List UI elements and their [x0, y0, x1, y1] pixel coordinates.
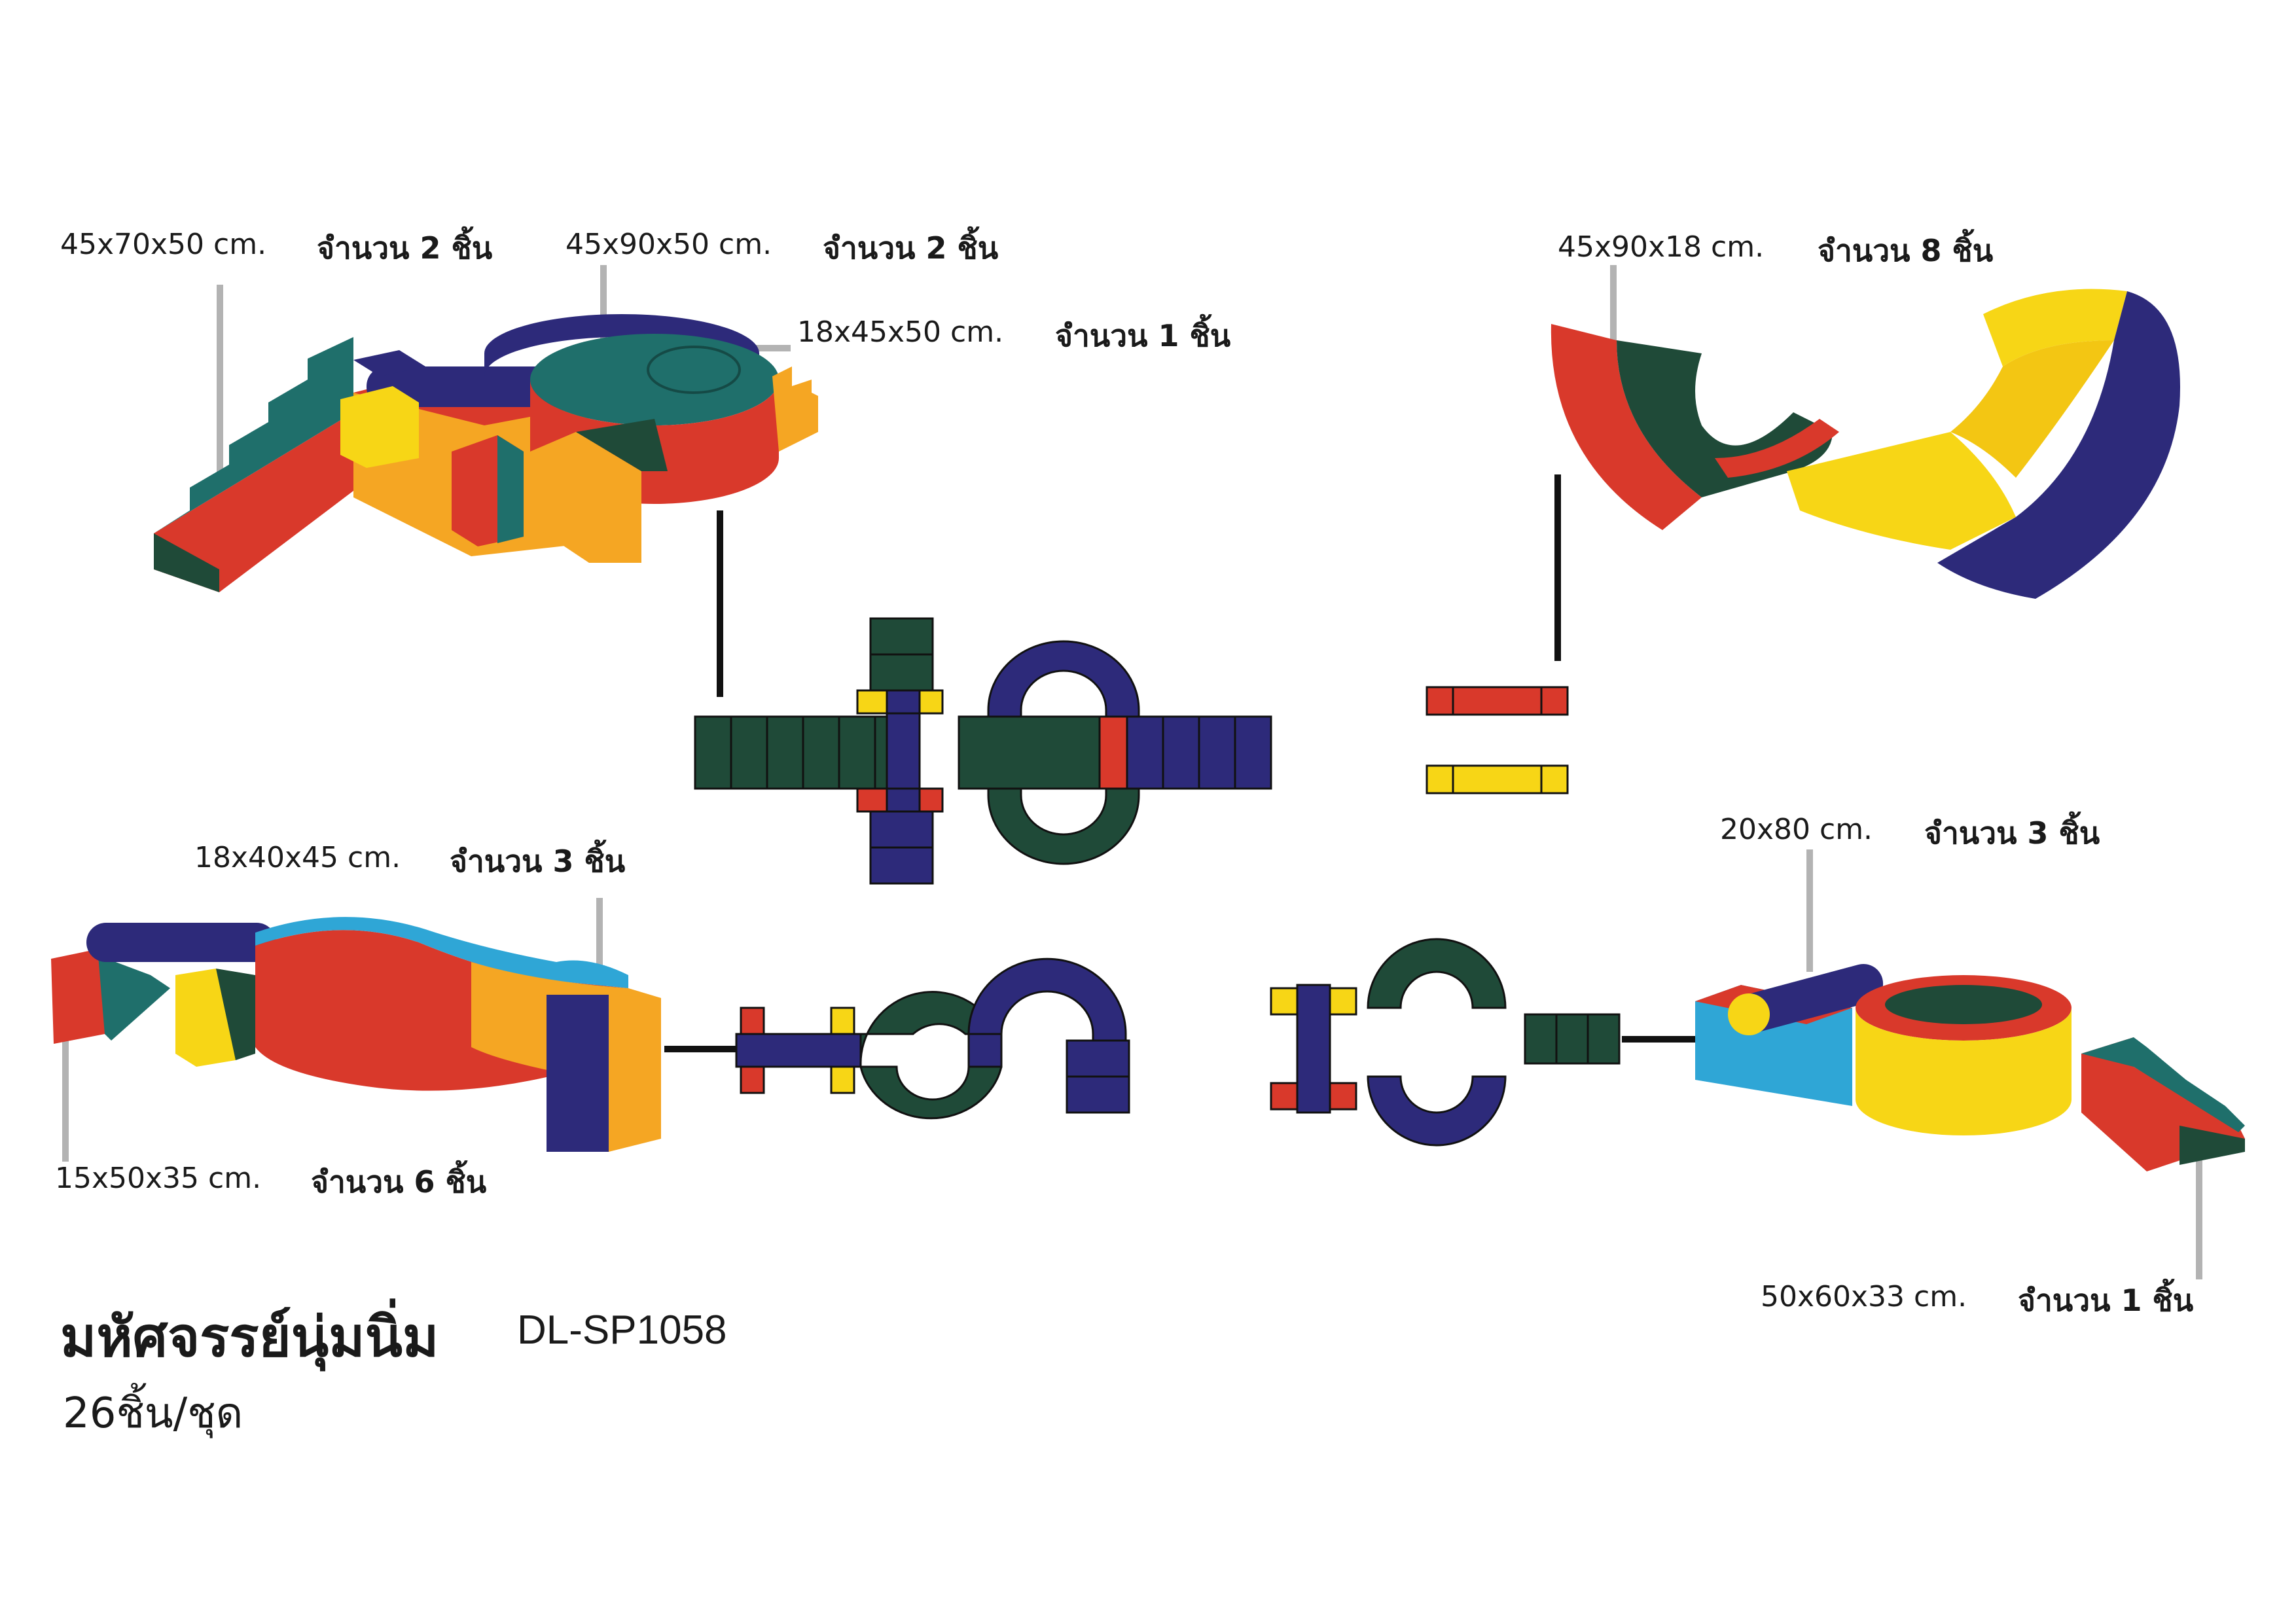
diagram-arc-pieces — [1426, 686, 1569, 794]
size-label-base: 50x60x33 cm. — [1761, 1280, 1967, 1313]
photo-arc-set — [1551, 289, 2180, 599]
photo-base-set — [1695, 964, 2245, 1171]
arc-red-inner — [1715, 419, 1839, 478]
diagram-layout-a — [694, 617, 1272, 885]
tunnel-cylinder — [86, 923, 276, 962]
base-cylinder — [1736, 964, 1884, 1032]
base-steps-side — [2179, 1126, 2245, 1165]
yellow-cube — [340, 386, 419, 468]
base-steps-top — [2081, 1037, 2245, 1132]
blue-post — [547, 995, 609, 1152]
staircase-top — [154, 337, 353, 533]
size-label-block: 15x50x35 cm. — [55, 1162, 262, 1195]
s-curve-top — [255, 917, 628, 988]
round-seat-front — [1856, 1008, 2072, 1135]
arc-yellow-inside — [1950, 340, 2114, 478]
product-code: DL-SP1058 — [517, 1308, 727, 1353]
size-label-cylinder: 20x80 cm. — [1720, 813, 1873, 846]
diagram-layout-ring — [1270, 938, 1621, 1147]
yellow-post — [609, 995, 661, 1152]
set-count: 26ชิ้น/ชุด — [63, 1389, 243, 1438]
size-label-cube: 18x45x50 cm. — [797, 315, 1004, 349]
cylinder-end — [1728, 993, 1770, 1035]
yellow-block — [175, 969, 236, 1067]
blue-cube-top — [353, 350, 425, 376]
cylinder-body — [367, 366, 583, 407]
green-wedge — [98, 955, 170, 1041]
qty-label-curve: จำนวน 3 ชิ้น — [450, 844, 626, 879]
size-label-half-ring: 45x90x50 cm. — [565, 228, 772, 261]
front-orange-block — [530, 432, 641, 563]
green-block-mid — [216, 969, 255, 1060]
arc-yellow — [1787, 432, 2016, 550]
arc-blue — [1937, 291, 2180, 599]
qty-label-arc: จำนวน 8 ชิ้น — [1818, 233, 1994, 268]
size-label-curve: 18x40x45 cm. — [194, 841, 401, 874]
product-title: มหัศจรรย์นุ่มนิ่ม — [60, 1305, 439, 1369]
half-ring-back — [484, 314, 759, 376]
photo-scurve-set — [51, 917, 661, 1152]
arc-yellow-top — [1983, 289, 2127, 366]
red-block-left — [51, 949, 105, 1044]
green-pillar-face — [497, 435, 524, 543]
size-label-steps: 45x70x50 cm. — [60, 228, 267, 261]
size-label-arc: 45x90x18 cm. — [1558, 230, 1765, 264]
qty-label-half-ring: จำนวน 2 ชิ้น — [823, 230, 999, 266]
staircase-front — [154, 533, 219, 592]
photo-staircase-set — [154, 314, 818, 592]
qty-label-steps: จำนวน 2 ชิ้น — [317, 230, 493, 266]
diagram-layout-s — [735, 957, 1130, 1120]
front-green-block — [576, 419, 668, 471]
ring-inner — [647, 346, 741, 394]
qty-label-block: จำนวน 6 ชิ้น — [311, 1164, 487, 1200]
qty-label-base: จำนวน 1 ชิ้น — [2018, 1283, 2194, 1318]
qty-label-cylinder: จำนวน 3 ชิ้น — [1924, 815, 2100, 851]
staircase-side — [154, 412, 353, 592]
arc-red — [1551, 324, 1702, 530]
round-seat-inner — [1885, 985, 2042, 1024]
orange-steps — [772, 366, 818, 452]
qty-label-cube: จำนวน 1 ชิ้น — [1055, 318, 1231, 353]
